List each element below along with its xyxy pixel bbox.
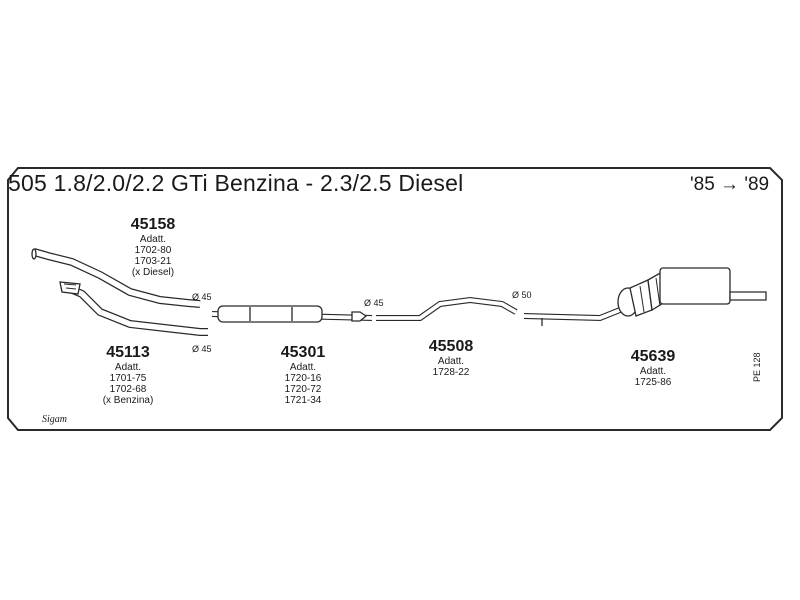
part-line: Adatt.	[139, 234, 167, 245]
part-number: 45508	[428, 338, 474, 355]
part-line: 1703-21	[134, 256, 172, 267]
part-number: 45113	[106, 344, 150, 361]
diameter-label: Ø 45	[364, 298, 384, 308]
part-line: Adatt.	[114, 362, 142, 373]
pipe-45113	[59, 281, 208, 336]
brand-logo: Sigam	[42, 414, 67, 425]
part-number: 45158	[130, 216, 176, 233]
part-line: 1725-86	[634, 377, 672, 388]
diagram-frame	[7, 167, 783, 431]
part-line: 1720-72	[284, 384, 322, 395]
page-code: PE 128	[752, 352, 762, 382]
part-45639: 45639 Adatt. 1725-86	[620, 348, 686, 388]
part-45158: 45158 Adatt. 1702-80 1703-21 (x Diesel)	[122, 216, 184, 278]
part-line: 1720-16	[284, 373, 322, 384]
page-title: 505 1.8/2.0/2.2 GTi Benzina - 2.3/2.5 Di…	[8, 170, 464, 196]
part-line: 1721-34	[284, 395, 322, 406]
part-45301: 45301 Adatt. 1720-16 1720-72 1721-34	[270, 344, 336, 406]
year-range: '85 → '89	[690, 174, 770, 195]
part-line: 1702-68	[109, 384, 147, 395]
part-line: 1701-75	[109, 373, 147, 384]
pipe-45158	[31, 248, 201, 308]
diameter-label: Ø 45	[192, 292, 212, 302]
part-line: Adatt.	[437, 356, 465, 367]
part-line: 1702-80	[134, 245, 172, 256]
diameter-label: Ø 45	[192, 344, 212, 354]
part-45508: 45508 Adatt. 1728-22	[418, 338, 484, 378]
diameter-label: Ø 50	[512, 290, 532, 300]
pipe-45639	[523, 267, 767, 326]
pipe-45301	[211, 305, 373, 323]
part-line: 1728-22	[432, 367, 470, 378]
pipe-45508	[376, 296, 518, 321]
part-line: Adatt.	[639, 366, 667, 377]
part-number: 45301	[280, 344, 326, 361]
part-45113: 45113 Adatt. 1701-75 1702-68 (x Benzina)	[90, 344, 166, 406]
part-number: 45639	[630, 348, 676, 365]
part-line: Adatt.	[289, 362, 317, 373]
part-line: (x Diesel)	[131, 267, 175, 278]
part-line: (x Benzina)	[102, 395, 154, 406]
